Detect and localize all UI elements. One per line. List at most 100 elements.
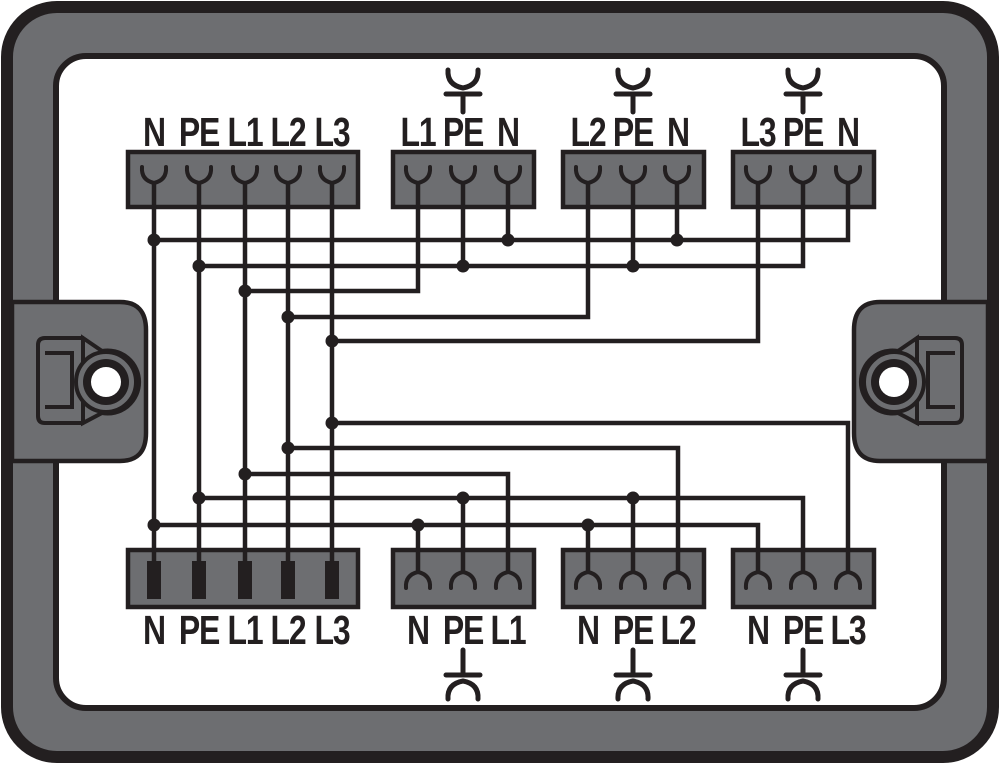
feed-symbol-cup (445, 67, 481, 91)
fork-up-contact (139, 165, 169, 186)
pin-contacts (147, 561, 339, 599)
feed-symbol-bottom-l3 (783, 647, 823, 702)
feed-symbol-cup (445, 678, 481, 702)
fork-down-contact (833, 569, 863, 590)
net-l3 (329, 183, 851, 572)
terminal-label: N (143, 109, 165, 155)
junction-dot (626, 259, 640, 273)
terminal-label: PE (443, 607, 484, 653)
terminal-label: L3 (315, 607, 351, 653)
fork-down-contact (448, 569, 478, 590)
feed-symbol-top-l2 (613, 67, 653, 115)
junction-dot (456, 491, 470, 505)
wire-pe-bottom-bus (199, 495, 806, 572)
fork-down-contact (573, 569, 603, 590)
terminal-label: PE (783, 607, 824, 653)
terminal-label: L3 (741, 109, 777, 155)
junction-dot (238, 467, 252, 481)
feed-symbols (443, 67, 823, 702)
junction-dot (238, 284, 252, 298)
terminal-label: L3 (831, 607, 867, 653)
junction-dot (501, 233, 515, 247)
mounting-tab-left (9, 299, 149, 464)
fork-down-contact (403, 569, 433, 590)
fork-up-contact (184, 165, 214, 186)
tab-bracket-notch (45, 351, 74, 409)
junction-dot (626, 491, 640, 505)
wire-l2-top-link (288, 183, 591, 320)
junction-dot (456, 259, 470, 273)
terminal-label: PE (613, 607, 654, 653)
tab-bracket (36, 336, 84, 425)
terminal-label: L2 (271, 109, 306, 155)
terminal-label: L2 (271, 607, 306, 653)
fork-up-contact (448, 165, 478, 186)
terminal-label: L1 (228, 607, 264, 653)
fork-up-contact (493, 165, 523, 186)
terminal-contacts (139, 165, 863, 590)
fork-up-contact (618, 165, 648, 186)
wire-l3-bottom-link (332, 420, 851, 572)
terminal-label: PE (783, 109, 824, 155)
fork-up-contact (743, 165, 773, 186)
fork-up-contact (403, 165, 433, 186)
feed-symbol-cup (785, 678, 821, 702)
top-main-block (125, 149, 361, 210)
fork-down-contact (618, 569, 648, 590)
pin-contact (238, 561, 252, 599)
junction-dot (325, 334, 339, 348)
wire-l3-top-link (332, 183, 761, 344)
terminal-label: N (497, 109, 519, 155)
terminal-label: PE (179, 607, 220, 653)
feed-symbol-cup (615, 678, 651, 702)
junction-dot (670, 233, 684, 247)
terminal-label: L2 (661, 607, 696, 653)
junction-dot (581, 518, 595, 532)
fork-down-contact (788, 569, 818, 590)
mounting-tab-right (851, 299, 991, 464)
feed-symbol-cup (615, 67, 651, 91)
terminal-label: N (837, 109, 859, 155)
junction-dot (192, 491, 206, 505)
feed-symbol-cup (785, 67, 821, 91)
net-l2 (285, 183, 681, 572)
feed-symbol-top-l3 (783, 67, 823, 115)
pin-contact (147, 561, 161, 599)
terminal-label: N (747, 607, 769, 653)
pin-contact (325, 561, 339, 599)
wire-l2-bottom-link (288, 445, 681, 572)
fork-down-contact (662, 569, 692, 590)
terminal-labels: N PE L1 L2 L3 L1 PE N L2 PE N L3 PE N N … (143, 109, 867, 653)
net-n (151, 183, 851, 572)
pin-contact (192, 561, 206, 599)
junction-dot (325, 416, 339, 430)
fork-up-contact (317, 165, 347, 186)
terminal-label: PE (179, 109, 220, 155)
fork-up-contact (662, 165, 692, 186)
fork-down-contact (743, 569, 773, 590)
wire-l1-top-link (245, 183, 421, 294)
junction-dot (192, 259, 206, 273)
fork-up-contact (273, 165, 303, 186)
fork-up-contact (573, 165, 603, 186)
terminal-label: L1 (401, 109, 437, 155)
feed-symbol-top-l1 (443, 67, 483, 115)
junction-dot (411, 518, 425, 532)
junction-dot (281, 310, 295, 324)
fork-up-contact (230, 165, 260, 186)
feed-symbol-bottom-l2 (613, 647, 653, 702)
wire-pe-top-bus (199, 183, 806, 269)
terminal-label: L3 (315, 109, 351, 155)
tab-bracket (916, 336, 964, 425)
terminal-label: PE (443, 109, 484, 155)
tab-eyelet-hole (879, 367, 909, 397)
feed-symbol-bottom-l1 (443, 647, 483, 702)
junction-dot (147, 233, 161, 247)
terminal-label: L2 (571, 109, 606, 155)
wire-n-top-bus (154, 183, 851, 243)
fork-up-contact (833, 165, 863, 186)
fork-up-contact (788, 165, 818, 186)
terminal-label: N (143, 607, 165, 653)
